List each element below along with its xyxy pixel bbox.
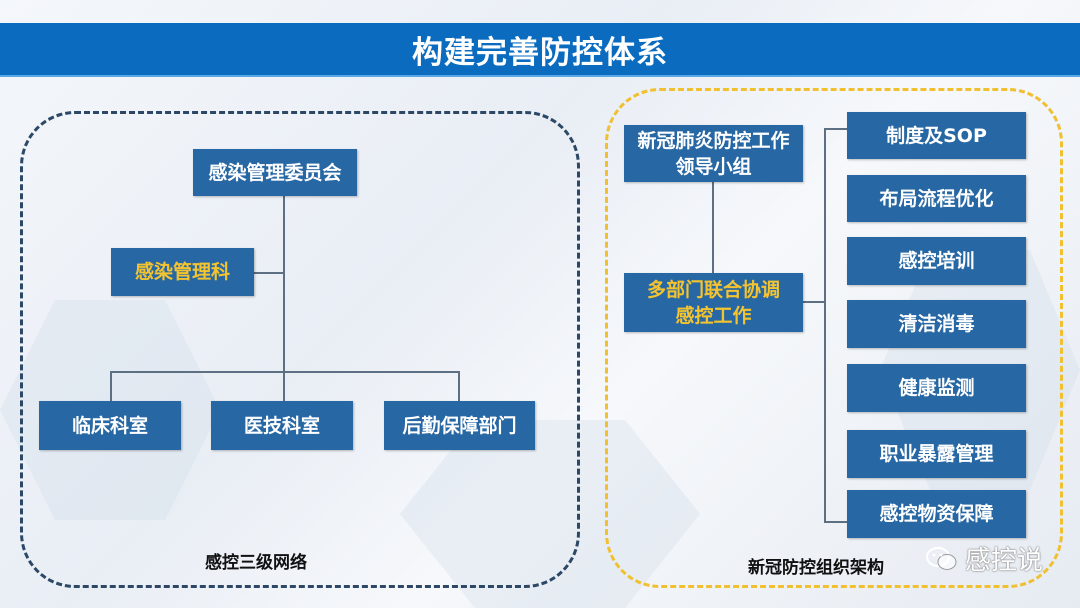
connector-line <box>458 371 460 401</box>
covid-org-frame <box>605 88 1063 588</box>
wechat-icon <box>926 546 957 570</box>
task-box: 感控培训 <box>847 237 1026 285</box>
connector-line <box>110 371 460 373</box>
three-level-network-frame <box>20 111 580 588</box>
task-box: 健康监测 <box>847 364 1026 412</box>
connector-line <box>254 272 283 274</box>
task-box: 布局流程优化 <box>847 175 1026 222</box>
connector-line <box>824 521 847 523</box>
medtech-dept-box: 医技科室 <box>211 401 353 450</box>
task-box: 感控物资保障 <box>847 490 1026 538</box>
slide-title: 构建完善防控体系 <box>412 34 668 71</box>
bracket-line <box>824 128 826 523</box>
connector-line <box>283 196 285 373</box>
task-box: 清洁消毒 <box>847 300 1026 348</box>
watermark-text: 感控说 <box>965 546 1044 576</box>
title-bar: 构建完善防控体系 <box>0 23 1080 77</box>
connector-line <box>712 182 714 273</box>
connector-line <box>283 371 285 401</box>
connector-line <box>824 128 847 130</box>
leader-group-box: 新冠肺炎防控工作领导小组 <box>624 125 803 182</box>
committee-box: 感染管理委员会 <box>193 149 357 196</box>
task-box: 制度及SOP <box>847 112 1026 159</box>
left-caption: 感控三级网络 <box>205 553 307 573</box>
connector-line <box>803 301 825 303</box>
logistics-dept-box: 后勤保障部门 <box>384 401 535 450</box>
task-box: 职业暴露管理 <box>847 430 1026 478</box>
infection-dept-box: 感染管理科 <box>111 248 254 296</box>
connector-line <box>110 371 112 401</box>
right-caption: 新冠防控组织架构 <box>748 558 884 578</box>
coordination-box: 多部门联合协调感控工作 <box>624 273 803 332</box>
watermark: 感控说 <box>925 540 1043 577</box>
clinical-dept-box: 临床科室 <box>39 401 181 450</box>
